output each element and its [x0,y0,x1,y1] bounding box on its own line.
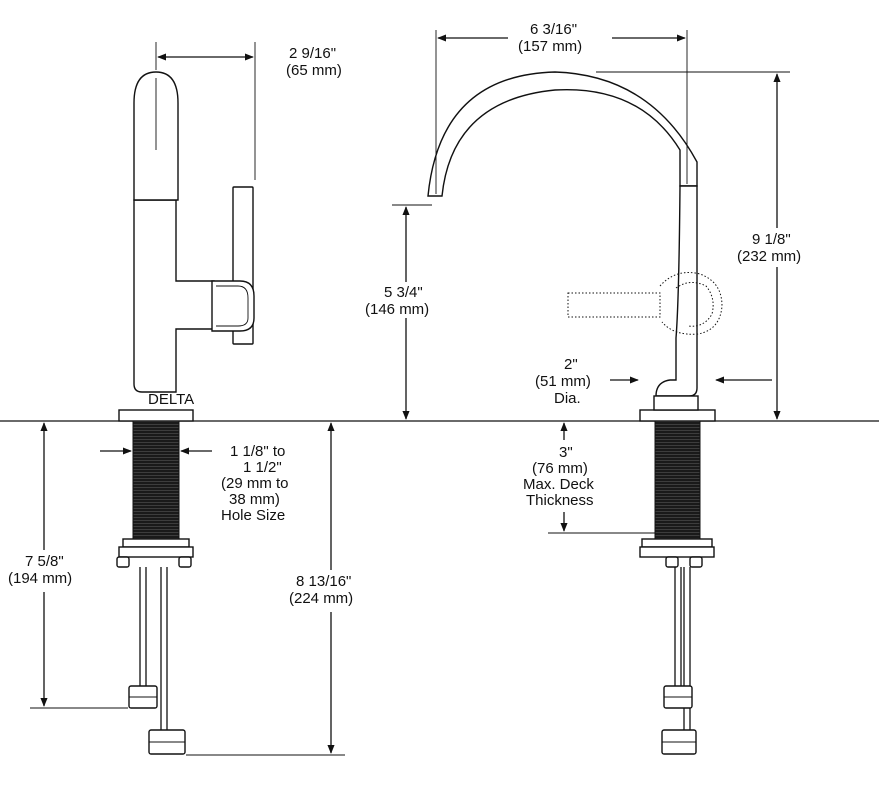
dim-deck-thickness: 3" (76 mm) Max. Deck Thickness [523,422,655,534]
threaded-shank-right [654,420,701,540]
dim-deck-thickness-metric: (76 mm) [532,460,588,477]
dim-hole-size-line5: Hole Size [221,507,285,524]
dim-hole-size-line2: 1 1/2" [243,459,282,476]
dim-shank-to-nut-metric: (194 mm) [8,570,72,587]
dim-spout-height: 5 3/4" (146 mm) [365,204,432,420]
dim-handle-depth-imperial: 2 9/16" [289,45,336,62]
side-view-faucet: DELTA [116,71,255,755]
dim-base-diameter-imperial: 2" [564,356,578,373]
dim-handle-depth-metric: (65 mm) [286,62,342,79]
dim-shank-to-nut-imperial: 7 5/8" [25,553,64,570]
front-view-faucet [427,71,723,755]
dim-base-diameter-metric: (51 mm) [535,373,591,390]
dim-spout-height-metric: (146 mm) [365,301,429,318]
dim-deck-thickness-line3: Max. Deck [523,476,594,493]
dim-overall-height-metric: (232 mm) [737,248,801,265]
dim-spout-reach-imperial: 6 3/16" [530,21,577,38]
dim-deck-thickness-line4: Thickness [526,492,594,509]
dim-overall-height-imperial: 9 1/8" [752,231,791,248]
dim-shank-total-imperial: 8 13/16" [296,573,351,590]
dim-spout-reach: 6 3/16" (157 mm) [435,21,688,194]
dim-base-diameter: 2" (51 mm) Dia. [535,356,772,407]
dim-base-diameter-note: Dia. [554,390,581,407]
dim-shank-total: 8 13/16" (224 mm) [186,422,353,756]
dim-hole-size-line3: (29 mm to [221,475,289,492]
threaded-shank-left [132,420,180,540]
dim-spout-reach-metric: (157 mm) [518,38,582,55]
dim-spout-height-imperial: 5 3/4" [384,284,423,301]
dim-deck-thickness-imperial: 3" [559,444,573,461]
dim-shank-total-metric: (224 mm) [289,590,353,607]
dim-hole-size: 1 1/8" to 1 1/2" (29 mm to 38 mm) Hole S… [100,443,289,524]
dim-handle-depth: 2 9/16" (65 mm) [155,42,342,180]
dim-shank-to-nut: 7 5/8" (194 mm) [8,422,128,709]
dim-hole-size-line1: 1 1/8" to [230,443,285,460]
dim-hole-size-line4: 38 mm) [229,491,280,508]
dim-overall-height: 9 1/8" (232 mm) [596,71,801,420]
base-stamp: DELTA [148,391,194,408]
